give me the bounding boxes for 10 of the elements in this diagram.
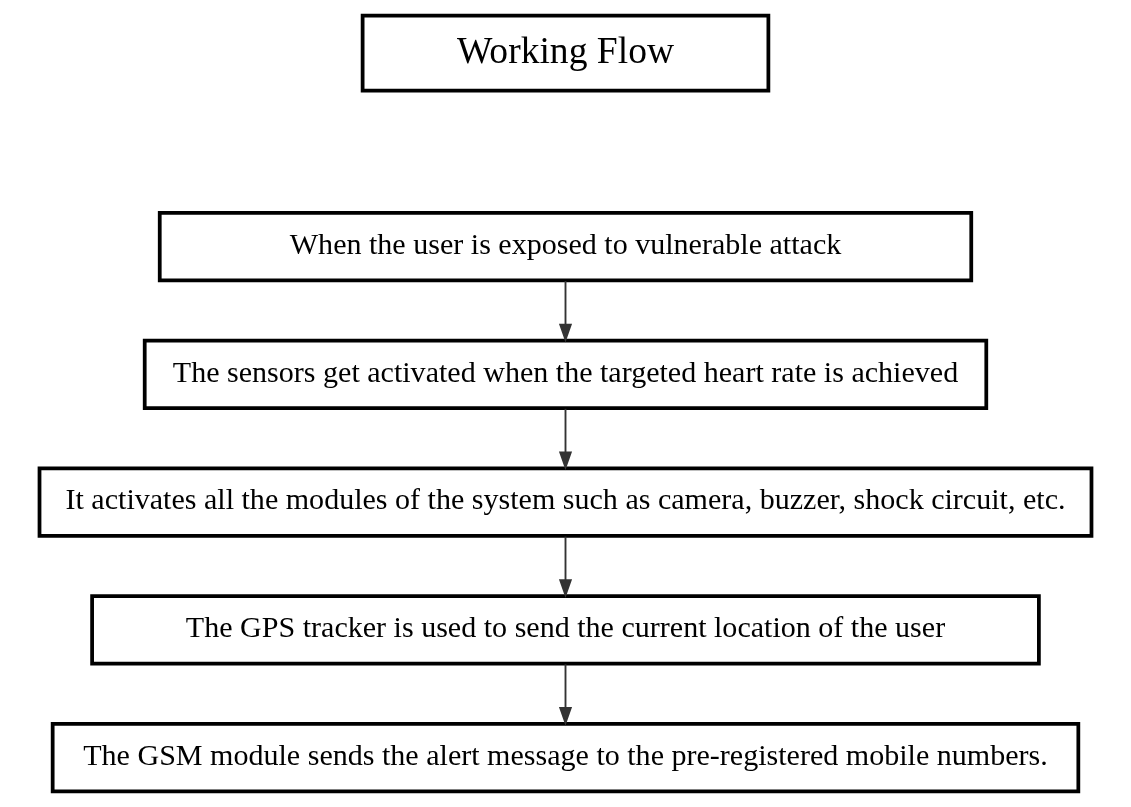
node-box: The GSM module sends the alert message to the pre-registered mobile numbers. — [50, 721, 1081, 794]
node-box: Working Flow — [360, 13, 771, 93]
arrow — [558, 280, 573, 343]
node-box: The sensors get activated when the targeted heart rate is achieved — [142, 338, 989, 411]
arrow — [558, 535, 573, 599]
arrow — [558, 407, 573, 471]
arrow — [558, 663, 573, 726]
node-box: The GPS tracker is used to send the current location of the user — [90, 594, 1041, 666]
node-box: It activates all the modules of the system such as camera, buzzer, shock circuit, etc. — [37, 466, 1094, 538]
node-box: When the user is exposed to vulnerable attack — [157, 210, 974, 283]
